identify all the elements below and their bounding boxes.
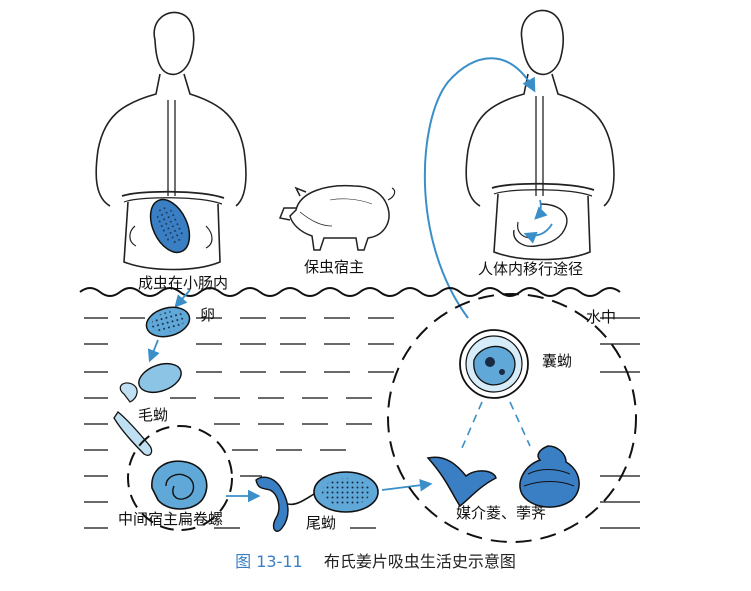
- label-water: 水中: [586, 308, 616, 326]
- label-reservoir: 保虫宿主: [304, 258, 364, 276]
- pig-icon: [278, 184, 396, 251]
- water-surface: [79, 287, 621, 297]
- miracidium-icon: [113, 411, 153, 456]
- arrow-cercaria-to-plants: [381, 478, 433, 492]
- snail-icon: [151, 460, 208, 510]
- label-snail: 中间宿主扁卷螺: [118, 510, 223, 528]
- figure-number: 图 13-11: [235, 552, 303, 571]
- metacercaria-icon: [459, 329, 529, 399]
- adult-fluke-icon: [149, 198, 191, 254]
- snail-circle: [127, 425, 233, 531]
- label-egg: 卵: [200, 306, 215, 324]
- cercaria-icon: [255, 471, 379, 532]
- figure-caption: 图 13-11 布氏姜片吸虫生活史示意图: [0, 548, 751, 572]
- human-figure-left: [95, 11, 247, 271]
- label-metacercaria: 囊蚴: [542, 352, 572, 370]
- label-plants: 媒介菱、荸荠: [456, 504, 546, 522]
- arrow-egg-to-hatch: [147, 339, 160, 363]
- label-miracidium: 毛蚴: [138, 406, 168, 424]
- water-circle: [387, 293, 637, 543]
- hatching-egg-icon: [119, 362, 182, 403]
- human-figure-right: [465, 9, 615, 261]
- label-cercaria: 尾蚴: [306, 514, 336, 532]
- figure-title: 布氏姜片吸虫生活史示意图: [323, 552, 516, 571]
- migration-arrows: [523, 199, 553, 244]
- label-adult: 成虫在小肠内: [138, 274, 228, 292]
- water-chestnut-icon: [519, 445, 580, 508]
- water-caltrop-icon: [426, 456, 497, 508]
- water-lines: [84, 317, 640, 529]
- egg-icon: [145, 306, 191, 338]
- arrow-adult-to-egg: [174, 289, 191, 308]
- ingestion-arrow: [423, 57, 536, 319]
- label-migration: 人体内移行途径: [478, 260, 583, 278]
- metacercaria-connectors: [461, 401, 531, 449]
